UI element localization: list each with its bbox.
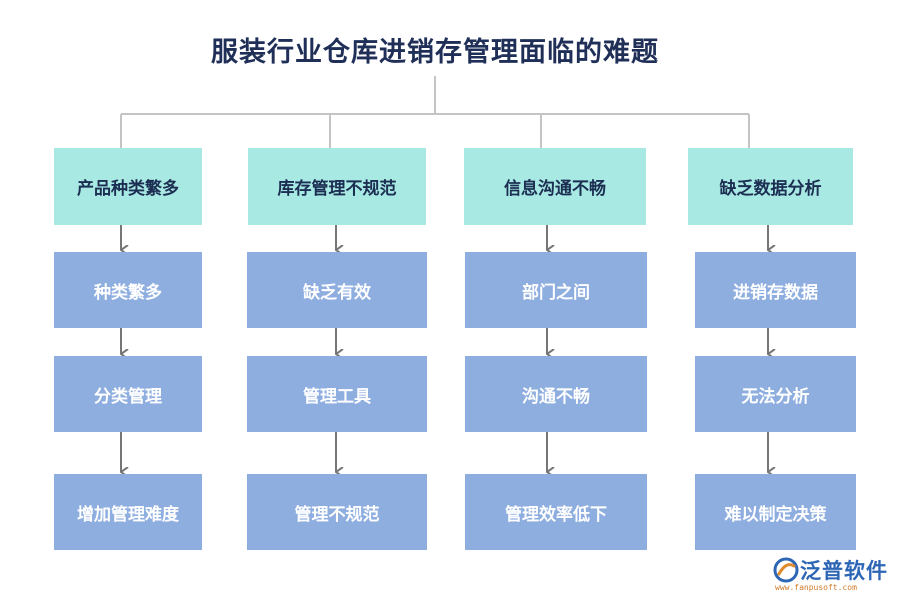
diagram-title: 服装行业仓库进销存管理面临的难题 bbox=[211, 37, 659, 68]
detail-box-4-2: 无法分析 bbox=[695, 356, 856, 432]
logo-url: www.fanpusoft.com bbox=[775, 583, 857, 592]
logo-name: 泛普软件 bbox=[800, 559, 888, 583]
detail-box-1-2: 分类管理 bbox=[54, 356, 202, 432]
detail-box-2-3: 管理不规范 bbox=[247, 474, 427, 550]
detail-box-1-3: 增加管理难度 bbox=[54, 474, 202, 550]
detail-box-1-1: 种类繁多 bbox=[54, 252, 202, 328]
detail-box-4-3: 难以制定决策 bbox=[695, 474, 856, 550]
detail-box-3-3: 管理效率低下 bbox=[465, 474, 647, 550]
category-box-2: 库存管理不规范 bbox=[248, 148, 426, 225]
detail-box-4-1: 进销存数据 bbox=[695, 252, 856, 328]
detail-box-3-2: 沟通不畅 bbox=[465, 356, 647, 432]
detail-box-2-2: 管理工具 bbox=[247, 356, 427, 432]
category-box-4: 缺乏数据分析 bbox=[688, 148, 853, 225]
detail-box-2-1: 缺乏有效 bbox=[247, 252, 427, 328]
detail-box-3-1: 部门之间 bbox=[465, 252, 647, 328]
brand-logo: 泛普软件 www.fanpusoft.com bbox=[773, 555, 897, 597]
fanpu-logo-icon bbox=[773, 557, 799, 583]
category-box-3: 信息沟通不畅 bbox=[464, 148, 646, 225]
category-box-1: 产品种类繁多 bbox=[54, 148, 202, 225]
